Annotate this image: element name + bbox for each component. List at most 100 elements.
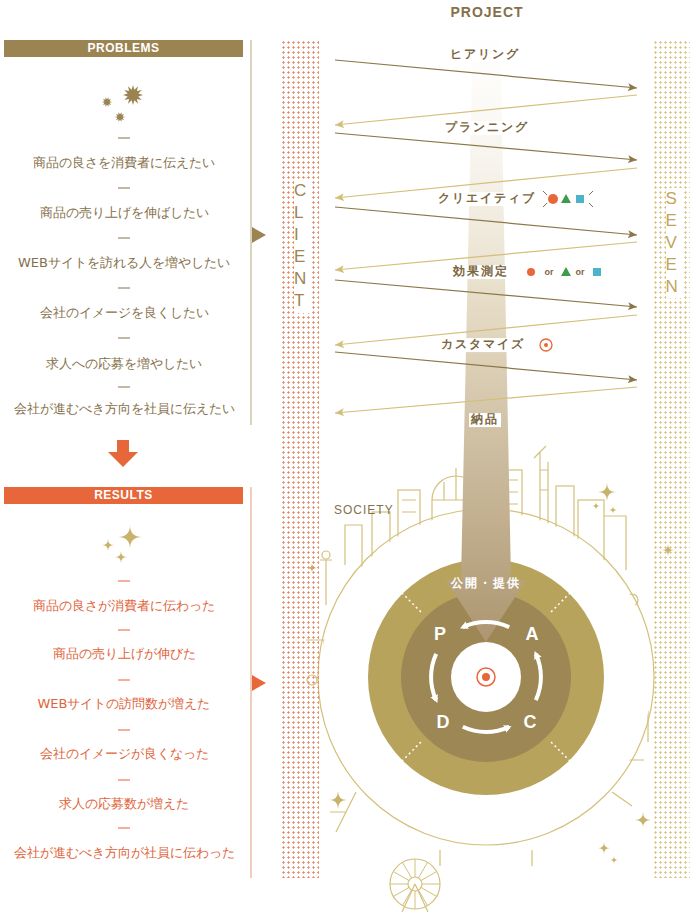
ferris-wheel — [419, 862, 428, 878]
node-heading: CLIENT — [294, 180, 311, 313]
label-anchor: A — [524, 624, 541, 645]
flow-arrow — [335, 387, 637, 413]
problem-item: WEBサイトを訪れる人を増やしたい — [16, 256, 232, 271]
square-icon — [576, 195, 584, 203]
problem-item: 会社が進むべき方向を社員に伝えたい — [12, 402, 237, 417]
ferris-wheel — [403, 890, 412, 906]
sparkle-icon — [115, 551, 127, 563]
separator — [118, 338, 130, 339]
sparkle-icon — [610, 856, 618, 864]
building — [636, 652, 650, 742]
separator — [118, 581, 130, 582]
node-heading: RESULTS — [4, 487, 243, 504]
square-icon — [593, 268, 601, 276]
circle-icon — [548, 194, 558, 204]
label-anchor: 商品の良さが消費者に伝わった — [31, 599, 217, 614]
node-heading: SOCIETY — [334, 503, 394, 517]
spread-arrow — [551, 571, 592, 612]
problem-item: 会社のイメージを良くしたい — [38, 306, 211, 321]
label-anchor: PROJECT — [448, 4, 525, 20]
pointer-triangle — [252, 227, 266, 243]
ferris-wheel — [415, 891, 416, 909]
sparkle-icon — [118, 525, 142, 549]
ferris-wheel — [421, 872, 437, 881]
label-anchor: 効果測定 — [451, 265, 511, 279]
column-rule — [251, 487, 252, 878]
result-item: 求人の応募数が増えた — [57, 797, 191, 812]
seven-column: SEVEN — [653, 40, 690, 878]
pointer-triangle — [252, 675, 266, 691]
sparkle-icon — [609, 506, 617, 514]
header-band: PROBLEMS — [4, 40, 243, 57]
label-anchor: WEBサイトを訪れる人を増やしたい — [16, 256, 232, 271]
project-title: PROJECT — [448, 4, 525, 20]
tick-marks — [543, 191, 593, 207]
flow-arrow — [335, 280, 637, 307]
spread-arrow — [551, 742, 592, 783]
label-anchor: 納品 — [469, 413, 501, 427]
spread-arrow — [380, 742, 421, 783]
label-anchor: P — [432, 624, 448, 645]
separator — [118, 630, 130, 631]
node-heading: SEVEN — [666, 188, 683, 298]
down-arrow — [117, 440, 129, 453]
ferris-wheel — [402, 884, 428, 912]
tower — [534, 446, 548, 545]
label-anchor: C — [522, 712, 539, 733]
flow-arrow — [335, 60, 637, 88]
cycle-letter: D — [435, 712, 452, 733]
sparkle-icon — [329, 791, 347, 809]
phase-label: ヒアリング — [448, 48, 522, 62]
node-text: 公開・提供 — [326, 576, 646, 590]
triangle-icon — [561, 194, 571, 203]
ferris-wheel — [422, 884, 440, 885]
label-anchor: 商品の売り上げが伸びた — [51, 647, 198, 662]
cycle-letter: P — [432, 624, 448, 645]
building — [345, 525, 362, 570]
result-item: 商品の売り上げが伸びた — [51, 647, 198, 662]
spark-icon — [123, 85, 143, 105]
client-column: CLIENT — [281, 40, 319, 878]
cycle-letter: C — [522, 712, 539, 733]
phase-label: 効果測定 — [451, 265, 511, 279]
separator — [118, 387, 130, 388]
flow-arrow — [335, 352, 637, 380]
node-heading: PROBLEMS — [4, 40, 243, 57]
street-lamp — [322, 551, 330, 559]
society-circle: SOCIETY公開・提供 — [326, 517, 646, 837]
label-anchor: 会社が進むべき方向を社員に伝えたい — [12, 402, 237, 417]
phase-label: 納品 — [469, 413, 501, 427]
target-icon — [482, 673, 490, 681]
or-label: or — [574, 267, 587, 277]
phase-label: プランニング — [443, 121, 531, 135]
cycle-letter: A — [524, 624, 541, 645]
separator — [118, 238, 130, 239]
ferris-wheel — [419, 890, 428, 906]
separator — [118, 680, 130, 681]
building — [372, 512, 390, 567]
target-icon — [540, 339, 552, 351]
ferris-wheel — [403, 862, 412, 878]
header-band: RESULTS — [4, 487, 243, 504]
building — [330, 792, 356, 832]
sparkle-icon — [598, 483, 616, 501]
label-anchor: D — [435, 712, 452, 733]
label-anchor: カスタマイズ — [439, 338, 527, 352]
result-item: 商品の良さが消費者に伝わった — [31, 599, 217, 614]
label-anchor: or — [574, 267, 587, 277]
label-anchor: 会社のイメージを良くしたい — [38, 306, 211, 321]
label-anchor: ヒアリング — [448, 48, 522, 62]
problem-item: 商品の良さを消費者に伝えたい — [31, 156, 217, 171]
label-anchor: or — [543, 267, 556, 277]
sparkle-icon — [598, 842, 610, 854]
spark-icon — [102, 97, 112, 107]
separator — [118, 138, 130, 139]
ferris-wheel — [415, 859, 416, 877]
flow-arrow — [335, 207, 637, 235]
down-arrow — [108, 452, 138, 467]
label-anchor: 商品の良さを消費者に伝えたい — [31, 156, 217, 171]
spread-arrow — [380, 571, 421, 612]
building — [440, 850, 532, 866]
ferris-wheel — [393, 872, 409, 881]
